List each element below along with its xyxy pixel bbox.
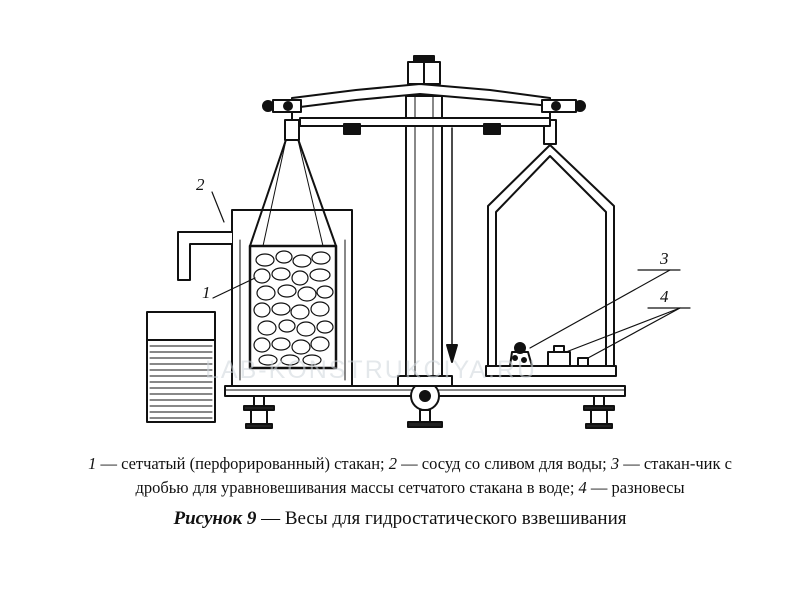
legend-number-4: 4 <box>578 478 587 497</box>
hydrostatic-balance-diagram: 2 1 3 4 LAB-KONSTRUKCIYA.RU <box>146 55 691 429</box>
label-3: 3 <box>659 249 669 268</box>
legend-text-4: — разновесы <box>586 478 685 497</box>
perforated-basket <box>248 244 338 370</box>
leveling-foot-right <box>583 395 615 429</box>
label-4: 4 <box>660 287 669 306</box>
leader-line-4a <box>565 307 681 353</box>
leveling-foot-left <box>243 395 275 429</box>
shot-cup <box>509 342 533 367</box>
label-2: 2 <box>196 175 205 194</box>
center-foot <box>407 381 443 428</box>
leader-line-4b <box>587 307 681 359</box>
central-column <box>397 95 453 387</box>
watermark-text: LAB-KONSTRUKCIYA.RU <box>205 356 537 384</box>
water-beaker <box>146 311 216 423</box>
figure-caption: Рисунок 9 — Весы для гидростатического в… <box>0 508 800 530</box>
figure-legend: 1 — сетчатый (перфорированный) стакан; 2… <box>60 452 760 500</box>
right-pan-frame <box>485 99 617 377</box>
legend-text-2: — сосуд со сливом для воды; <box>397 454 611 473</box>
legend-text-1: — сетчатый (перфорированный) стакан; <box>96 454 389 473</box>
leader-line-2 <box>211 191 225 223</box>
legend-number-1: 1 <box>88 454 97 473</box>
leader-line-1 <box>212 277 256 299</box>
weights-set <box>547 345 589 367</box>
balance-beam <box>262 55 586 135</box>
caption-text: — Весы для гидростатического взвешивания <box>256 508 627 529</box>
legend-text-3: — стакан-чик с дробью для уравновешивани… <box>135 454 732 497</box>
legend-number-3: 3 <box>610 454 620 473</box>
left-hanger <box>249 99 337 247</box>
label-1: 1 <box>202 283 211 302</box>
leader-line-3 <box>529 269 671 349</box>
legend-number-2: 2 <box>388 454 398 473</box>
pointer-needle <box>446 127 458 363</box>
caption-label: Рисунок 9 <box>173 508 257 529</box>
